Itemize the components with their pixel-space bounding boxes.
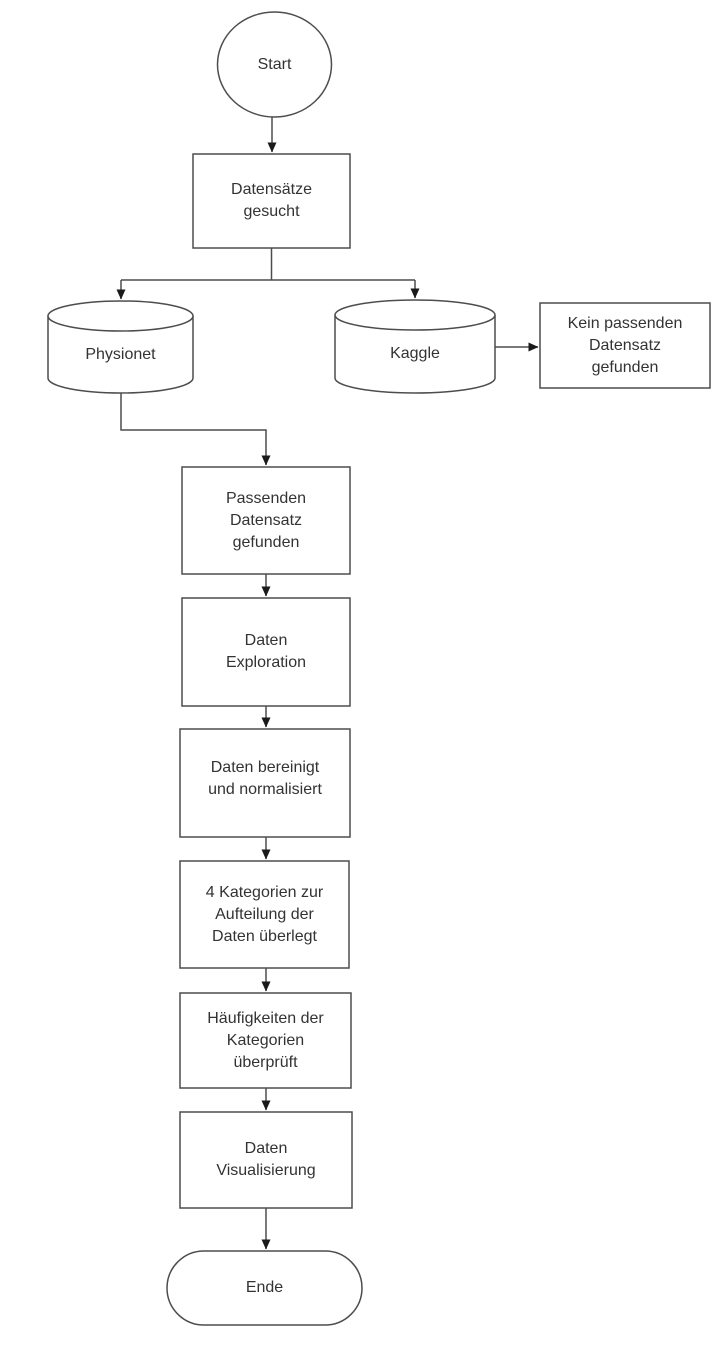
- edge-search-branch-line: [121, 248, 415, 281]
- start-terminator-shape: [216, 11, 333, 118]
- categories-process-shape: [179, 860, 350, 969]
- physionet-cylinder-shape: [47, 300, 194, 394]
- cleaning-process-shape: [179, 728, 351, 838]
- edge-physionet-to-dataset-found: [120, 393, 271, 466]
- exploration-process-shape: [181, 597, 351, 707]
- search-process-shape: [192, 153, 351, 249]
- visualization-process-shape: [179, 1111, 353, 1209]
- no-dataset-process-shape: [539, 302, 711, 389]
- dataset-found-process-shape: [181, 466, 351, 575]
- frequencies-process-shape: [179, 992, 352, 1089]
- end-terminator-shape: [166, 1250, 363, 1326]
- kaggle-cylinder-shape: [334, 299, 496, 394]
